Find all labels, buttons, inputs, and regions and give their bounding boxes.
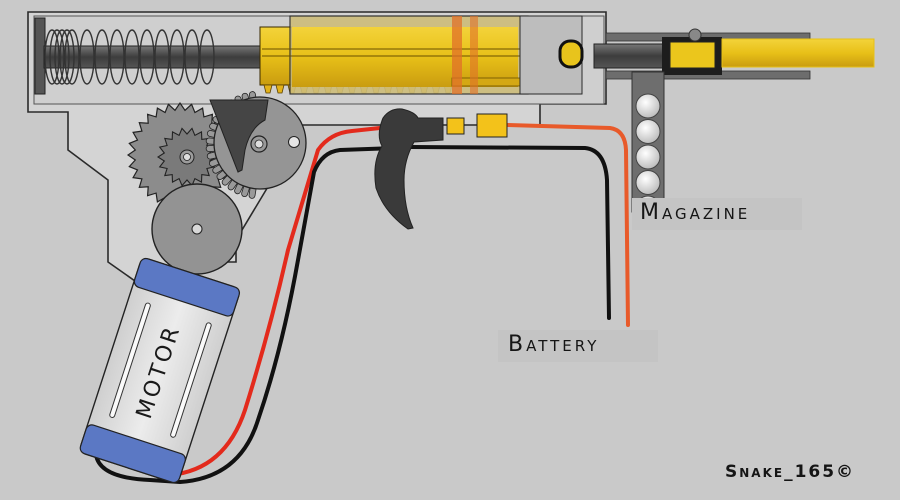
spring-coil [169,29,185,85]
spring-coil [59,29,75,85]
magazine-label: Magazine [640,200,751,225]
bb-pellet [635,93,661,119]
bb-pellet [635,119,661,144]
motor: MOTOR [79,257,241,484]
trigger [374,108,444,230]
spring-coil [94,29,110,85]
spring-coil [199,29,215,85]
black-wire [94,145,611,485]
spring-coil [79,29,95,85]
barrel [721,38,875,68]
author-credit: Snake_165© [725,462,856,482]
spring-coil [49,29,65,85]
piston-tooth [275,84,285,94]
mainspring [44,29,215,85]
bb-pellet [635,144,661,170]
motor-pinion [151,183,243,275]
cylinder [262,15,583,95]
spring-coil [139,29,155,85]
nozzle [558,39,675,69]
spring-coil [44,29,60,85]
spring-coil [124,29,140,85]
red-wire [138,123,630,478]
spring-coil [154,29,170,85]
spring-coil [64,29,80,85]
hopup [605,28,811,80]
sector-gear [209,96,307,190]
battery-label: Battery [508,332,600,357]
piston-tooth [263,84,273,94]
bb-pellet [635,170,661,195]
spring-coil [184,29,200,85]
spring-coil [109,29,125,85]
spring-coil [54,29,70,85]
magazine [631,71,665,221]
switch-contacts [446,113,508,138]
spur-gear [126,101,234,209]
